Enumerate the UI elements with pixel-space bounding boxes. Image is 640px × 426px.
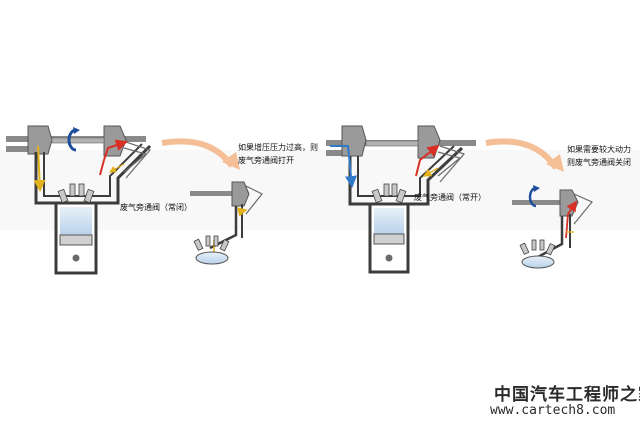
left-condition-line1: 如果增压压力过高，则 xyxy=(238,143,318,152)
transition-arrowhead-left xyxy=(222,152,240,170)
right-condition-line2: 则废气旁通阀关闭 xyxy=(567,158,631,167)
transition-arrowhead-right xyxy=(546,154,564,172)
engine-right-main xyxy=(326,125,476,274)
left-valve-state-label: 废气旁通阀（常闭） xyxy=(120,203,192,212)
watermark-site-name: 中国汽车工程师之家 xyxy=(494,385,640,405)
right-condition-line1: 如果需要较大动力 xyxy=(567,145,631,154)
engine-left-small xyxy=(190,181,263,265)
engine-left-main xyxy=(6,125,152,275)
right-valve-state-label: 废气旁通阀（常开） xyxy=(414,193,486,202)
left-condition-line2: 废气旁通阀打开 xyxy=(238,156,294,165)
engine-right-small xyxy=(512,185,593,269)
watermark-url: www.cartech8.com xyxy=(490,403,616,418)
